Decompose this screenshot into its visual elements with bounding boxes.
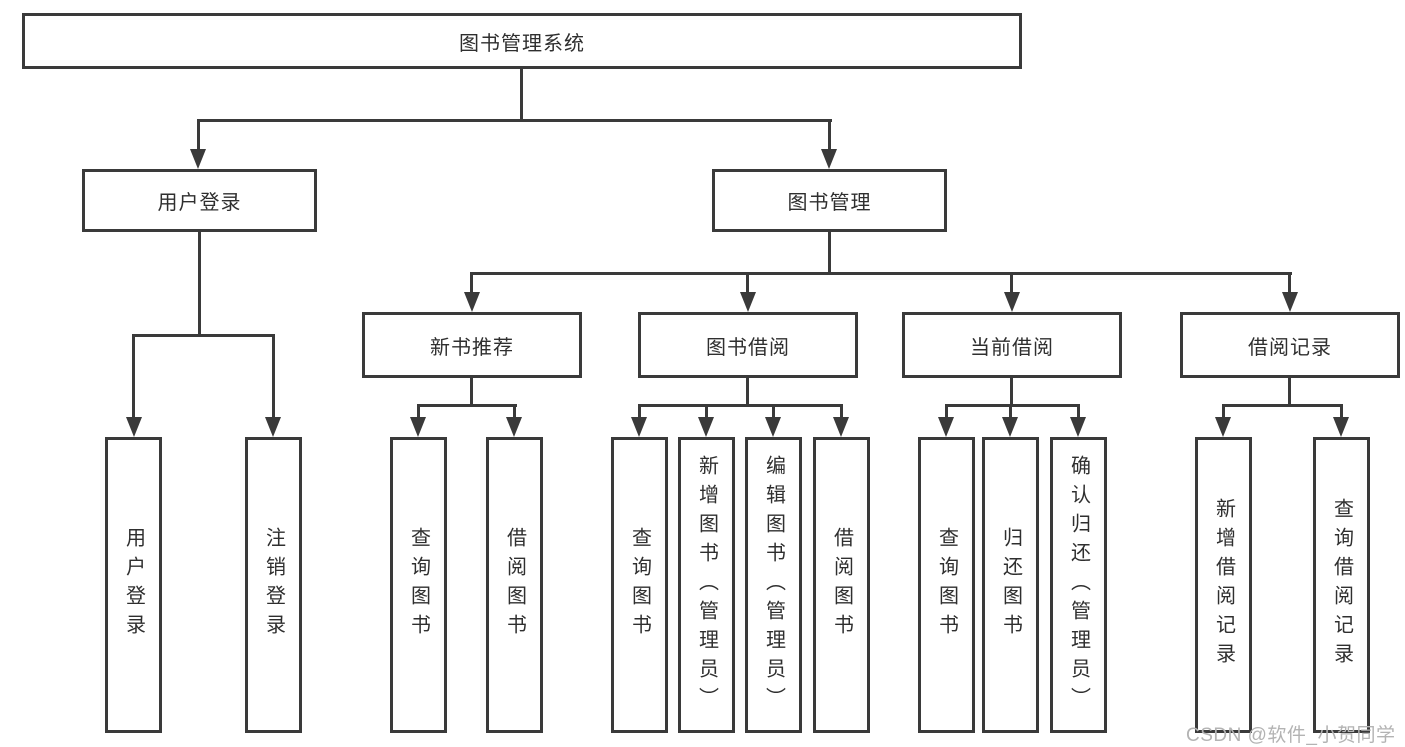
connector-line — [417, 404, 517, 407]
connector-line — [1288, 378, 1291, 407]
node-label: 新增借阅记录 — [1212, 498, 1235, 672]
arrowhead-down-icon — [1215, 417, 1231, 437]
node-cb-return-books: 归还图书 — [982, 437, 1039, 733]
node-current-borrowing: 当前借阅 — [902, 312, 1122, 378]
node-bb-add-books-admin: 新增图书（管理员） — [678, 437, 735, 733]
connector-line — [772, 404, 775, 419]
node-cb-query-books: 查询图书 — [918, 437, 975, 733]
arrowhead-down-icon — [506, 417, 522, 437]
connector-line — [1222, 404, 1225, 419]
node-nbr-borrow-books: 借阅图书 — [486, 437, 543, 733]
arrowhead-down-icon — [126, 417, 142, 437]
node-label: 用户登录 — [157, 192, 242, 214]
node-label: 图书管理系统 — [459, 32, 585, 55]
node-book-management: 图书管理 — [712, 169, 947, 232]
node-book-borrowing: 图书借阅 — [638, 312, 858, 378]
node-bb-query-books: 查询图书 — [611, 437, 668, 733]
node-label: 图书管理 — [787, 192, 872, 214]
connector-line — [828, 119, 831, 150]
node-label: 注销登录 — [262, 527, 285, 643]
node-label: 借阅图书 — [503, 527, 526, 643]
connector-line — [638, 404, 843, 407]
arrowhead-down-icon — [464, 292, 480, 312]
node-br-query-borrow-record: 查询借阅记录 — [1313, 437, 1370, 733]
node-label: 查询借阅记录 — [1330, 498, 1353, 672]
node-label: 用户登录 — [122, 527, 145, 643]
node-br-add-borrow-record: 新增借阅记录 — [1195, 437, 1252, 733]
arrowhead-down-icon — [740, 292, 756, 312]
connector-line — [470, 272, 1292, 275]
node-label: 借阅记录 — [1248, 336, 1332, 359]
connector-line — [417, 404, 420, 419]
arrowhead-down-icon — [698, 417, 714, 437]
connector-line — [638, 404, 641, 419]
node-bb-borrow-books: 借阅图书 — [813, 437, 870, 733]
arrowhead-down-icon — [938, 417, 954, 437]
connector-line — [1010, 272, 1013, 294]
connector-line — [705, 404, 708, 419]
node-bb-edit-books-admin: 编辑图书（管理员） — [745, 437, 802, 733]
connector-line — [132, 334, 275, 337]
node-label: 新书推荐 — [430, 336, 514, 359]
arrowhead-down-icon — [833, 417, 849, 437]
node-label: 确认归还（管理员） — [1067, 454, 1090, 716]
arrowhead-down-icon — [1070, 417, 1086, 437]
csdn-watermark: CSDN @软件_小贺同学 — [1186, 725, 1396, 746]
node-nbr-query-books: 查询图书 — [390, 437, 447, 733]
arrowhead-down-icon — [410, 417, 426, 437]
arrowhead-down-icon — [765, 417, 781, 437]
connector-line — [1340, 404, 1343, 419]
connector-line — [1010, 378, 1013, 407]
connector-line — [840, 404, 843, 419]
connector-line — [1222, 404, 1343, 407]
node-user-login: 用户登录 — [82, 169, 317, 232]
connector-line — [197, 119, 200, 150]
node-label: 新增图书（管理员） — [695, 454, 718, 716]
connector-line — [272, 334, 275, 419]
node-library-management-system: 图书管理系统 — [22, 13, 1022, 69]
node-label: 查询图书 — [935, 527, 958, 643]
connector-line — [470, 378, 473, 407]
node-label: 查询图书 — [628, 527, 651, 643]
arrowhead-down-icon — [821, 149, 837, 169]
connector-line — [520, 69, 523, 122]
node-borrowing-records: 借阅记录 — [1180, 312, 1400, 378]
arrowhead-down-icon — [1002, 417, 1018, 437]
arrowhead-down-icon — [265, 417, 281, 437]
node-cb-confirm-return-admin: 确认归还（管理员） — [1050, 437, 1107, 733]
node-user-login-action: 用户登录 — [105, 437, 162, 733]
connector-line — [945, 404, 948, 419]
node-label: 借阅图书 — [830, 527, 853, 643]
connector-line — [470, 272, 473, 294]
connector-line — [1009, 404, 1012, 419]
connector-line — [198, 232, 201, 337]
connector-line — [746, 378, 749, 407]
connector-line — [1288, 272, 1291, 294]
node-label: 当前借阅 — [970, 336, 1054, 359]
node-label: 查询图书 — [407, 527, 430, 643]
node-label: 图书借阅 — [706, 336, 790, 359]
connector-line — [828, 232, 831, 275]
connector-line — [945, 404, 1080, 407]
arrowhead-down-icon — [1333, 417, 1349, 437]
node-new-book-recommendation: 新书推荐 — [362, 312, 582, 378]
arrowhead-down-icon — [631, 417, 647, 437]
arrowhead-down-icon — [1282, 292, 1298, 312]
node-label: 编辑图书（管理员） — [762, 454, 785, 716]
arrowhead-down-icon — [1004, 292, 1020, 312]
node-label: 归还图书 — [999, 527, 1022, 643]
arrowhead-down-icon — [190, 149, 206, 169]
connector-line — [1077, 404, 1080, 419]
connector-line — [197, 119, 832, 122]
node-logout: 注销登录 — [245, 437, 302, 733]
connector-line — [132, 334, 135, 419]
connector-line — [746, 272, 749, 294]
connector-line — [513, 404, 516, 419]
